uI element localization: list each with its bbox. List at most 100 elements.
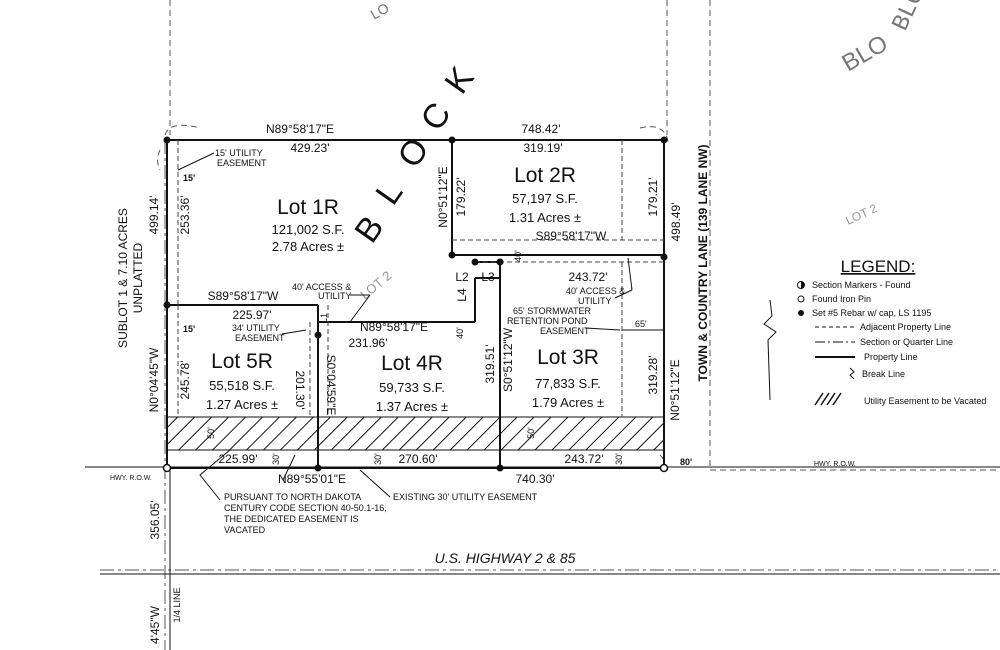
- s0-51-12-w: S0°51'12"W: [501, 327, 515, 392]
- n89-lower: N89°58'17"E: [360, 320, 428, 334]
- bot-225-99: 225.99': [219, 452, 258, 466]
- top-fragment: LO: [368, 0, 392, 23]
- block-letter-k: K: [437, 60, 481, 101]
- svg-text:UTILITY: UTILITY: [318, 291, 352, 301]
- left-499: 499.14': [147, 196, 161, 235]
- top-bearing: N89°58'17"E: [266, 122, 334, 136]
- lot-sf: 59,733 S.F.: [379, 380, 445, 395]
- s89-mid: S89°58'17"W: [536, 229, 607, 243]
- top-748: 748.42': [522, 122, 561, 136]
- svg-text:EXISTING 30' UTILITY EASEMENT: EXISTING 30' UTILITY EASEMENT: [393, 492, 538, 502]
- top-319: 319.19': [524, 141, 563, 155]
- legend-title: LEGEND:: [841, 257, 916, 276]
- legend-item: Section Markers - Found: [812, 280, 911, 290]
- svg-text:VACATED: VACATED: [224, 525, 266, 535]
- left-245: 245.78': [178, 361, 192, 400]
- right-block-fragment: BLO: [838, 30, 893, 77]
- property-lines: [166, 139, 665, 469]
- easement-lines: [177, 140, 664, 417]
- l4-label: L4: [455, 288, 469, 302]
- d498-49: 498.49': [669, 203, 683, 242]
- legend-item: Section or Quarter Line: [860, 337, 953, 347]
- rebar-icon: [798, 310, 804, 316]
- bot-270-60: 270.60': [399, 452, 438, 466]
- legend-item: Utility Easement to be Vacated: [864, 396, 986, 406]
- note-existing: EXISTING 30' UTILITY EASEMENT: [359, 469, 538, 502]
- legend-item: Found Iron Pin: [812, 294, 871, 304]
- lot-1r: Lot 1R 121,002 S.F. 2.78 Acres ±: [272, 196, 345, 254]
- n0-51-12-e-a: N0°51'12"E: [436, 166, 450, 227]
- svg-text:CENTURY CODE SECTION 40-50.1-1: CENTURY CODE SECTION 40-50.1-16,: [224, 503, 387, 513]
- lot-sf: 55,518 S.F.: [209, 378, 275, 393]
- top-429: 429.23': [291, 141, 330, 155]
- lot-name: Lot 1R: [277, 196, 339, 219]
- dim-15-bottom: 15': [183, 324, 195, 334]
- road-label: TOWN & COUNTRY LANE (139 LANE NW): [696, 144, 710, 381]
- block-letter-c: C: [413, 96, 458, 138]
- dim-50-left: 50': [206, 427, 216, 439]
- dim-30-b: 30': [373, 453, 383, 465]
- vacated-easement-hatch: [166, 416, 665, 451]
- svg-text:40' ACCESS &: 40' ACCESS &: [566, 286, 625, 296]
- note-pond: 65' STORMWATER RETENTION POND EASEMENT: [507, 306, 621, 336]
- dim-30-c: 30': [614, 453, 624, 465]
- lot-name: Lot 2R: [514, 164, 576, 187]
- lot-sf: 57,197 S.F.: [512, 191, 578, 206]
- sublot-line-1: SUBLOT 1 & 7.10 ACRES: [116, 208, 130, 348]
- note-util15: 15' UTILITY EASEMENT: [177, 148, 267, 171]
- note-nd-code: PURSUANT TO NORTH DAKOTA CENTURY CODE SE…: [199, 449, 387, 535]
- bot-740: 740.30': [516, 472, 555, 486]
- lot-name: Lot 3R: [537, 346, 599, 369]
- rebar-markers: [163, 136, 668, 472]
- lot-acres: 1.31 Acres ±: [509, 210, 581, 225]
- svg-text:THE DEDICATED EASEMENT IS: THE DEDICATED EASEMENT IS: [224, 514, 359, 524]
- dim-80: 80': [680, 457, 692, 467]
- d319-51: 319.51': [483, 345, 497, 384]
- l3-label: L3: [481, 270, 495, 284]
- legend-item: Adjacent Property Line: [860, 322, 951, 332]
- left-bottom-bearing: 4'45"W: [148, 605, 162, 644]
- s89-left: S89°58'17"W: [208, 289, 279, 303]
- legend: LEGEND: Section Markers - Found Found Ir…: [797, 257, 986, 406]
- lot-acres: 2.78 Acres ±: [272, 239, 344, 254]
- dim-40-l4: 40': [455, 327, 465, 339]
- lot2-fragment-center: LOT 2: [357, 268, 394, 303]
- hatch-icon: [814, 392, 842, 406]
- svg-text:UTILITY: UTILITY: [578, 296, 612, 306]
- note-access-right: 40' ACCESS & UTILITY: [566, 257, 633, 306]
- top-right-fragment: BLOO: [888, 0, 937, 35]
- svg-text:EASEMENT: EASEMENT: [217, 158, 267, 168]
- svg-text:EASEMENT: EASEMENT: [235, 333, 285, 343]
- note-util34: 34' UTILITY EASEMENT: [232, 323, 307, 343]
- hwy-row-right: HWY. R.O.W.: [814, 461, 856, 468]
- block-letter-l: L: [368, 174, 410, 211]
- legend-item: Property Line: [864, 352, 918, 362]
- dim-40-mid: 40': [513, 250, 523, 262]
- found-pin-icon: [797, 295, 805, 303]
- dim-15-top: 15': [183, 173, 195, 183]
- note-access-left: 40' ACCESS & UTILITY: [292, 282, 371, 323]
- section-lines: [100, 140, 1000, 650]
- s0-04-59-e: S0°04'59"E: [324, 355, 338, 416]
- dim-50-right: 50': [526, 427, 536, 439]
- svg-text:EASEMENT: EASEMENT: [540, 326, 590, 336]
- dim-65: 65': [635, 319, 647, 329]
- bot-bearing: N89°55'01"E: [278, 472, 346, 486]
- svg-text:PURSUANT TO NORTH DAKOTA: PURSUANT TO NORTH DAKOTA: [224, 492, 361, 502]
- d201-30: 201.30': [293, 371, 307, 410]
- d243-72-mid: 243.72': [569, 270, 608, 284]
- svg-text:65' STORMWATER: 65' STORMWATER: [513, 306, 592, 316]
- lot-4r: Lot 4R 59,733 S.F. 1.37 Acres ±: [376, 352, 448, 414]
- d225-97: 225.97': [233, 308, 272, 322]
- lot-2r: Lot 2R 57,197 S.F. 1.31 Acres ±: [509, 164, 581, 225]
- d179-22: 179.22': [454, 178, 468, 217]
- sublot-line-2: UNPLATTED: [131, 242, 145, 313]
- lot-sf: 121,002 S.F.: [272, 222, 345, 237]
- block-letter-b: B: [347, 209, 391, 249]
- d179-21: 179.21': [646, 178, 660, 217]
- lot2-fragment-right: LOT 2: [843, 201, 879, 228]
- l1-label: L1: [319, 313, 329, 323]
- hwy-row-left: HWY. R.O.W.: [110, 475, 152, 482]
- lot-name: Lot 5R: [211, 350, 273, 373]
